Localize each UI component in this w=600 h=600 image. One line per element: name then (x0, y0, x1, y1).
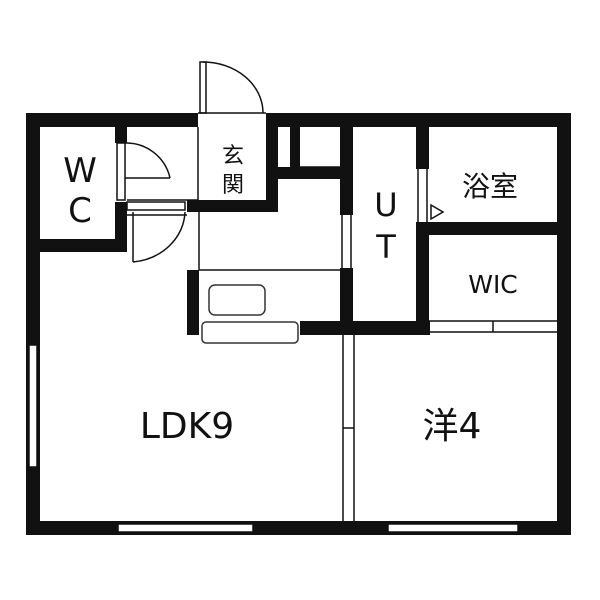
wall-entrance-bottom (187, 200, 277, 212)
doors (116, 61, 445, 263)
wall-kitchen-bottom (300, 321, 430, 335)
ut-label-line1: U (374, 186, 397, 224)
kitchen-counter-front (201, 321, 299, 344)
interior-walls (40, 127, 557, 521)
wall-ut-right-upper (416, 127, 429, 169)
entrance-label-line1: 玄 (222, 144, 244, 169)
wall-entrance-step (266, 167, 346, 179)
outer-wall-top-right (266, 113, 571, 127)
room-labels: W C 玄 関 U T 浴室 WIC LDK9 洋4 (63, 144, 518, 447)
outer-wall-top-left (26, 113, 198, 127)
window-western-bottom (387, 523, 519, 533)
ldk-label: LDK9 (140, 406, 234, 447)
wall-ut-left-lower (340, 268, 353, 335)
wall-wc-right-lower (115, 202, 127, 252)
wall-ut-right-lower (416, 222, 429, 335)
partition-lines (127, 127, 557, 521)
wc-label-line2: C (68, 191, 92, 231)
bathroom-label: 浴室 (462, 170, 518, 203)
outer-wall-left (26, 113, 40, 535)
kitchen-fixtures (201, 284, 299, 344)
western-room-label: 洋4 (423, 406, 482, 447)
window-ldk-bottom (117, 523, 254, 533)
wall-wc-right-upper (115, 127, 127, 143)
kitchen-sink (208, 284, 266, 316)
bath-door-marker (430, 203, 445, 221)
wall-kitchen-left (187, 270, 199, 335)
wc-door (116, 142, 171, 201)
wall-closet-left (290, 127, 300, 179)
wall-wc-bottom (40, 239, 127, 252)
wall-bath-bottom (416, 222, 557, 235)
entrance-label-line2: 関 (222, 173, 244, 198)
ldk-door (126, 201, 186, 263)
wall-ut-left-upper (340, 127, 353, 215)
ut-label-line2: T (375, 228, 396, 266)
window-ldk-left (28, 344, 38, 468)
wc-label-line1: W (63, 151, 97, 191)
windows (28, 344, 519, 533)
wic-label: WIC (468, 270, 518, 299)
entrance-door (198, 61, 266, 114)
outer-wall-right (557, 113, 571, 535)
